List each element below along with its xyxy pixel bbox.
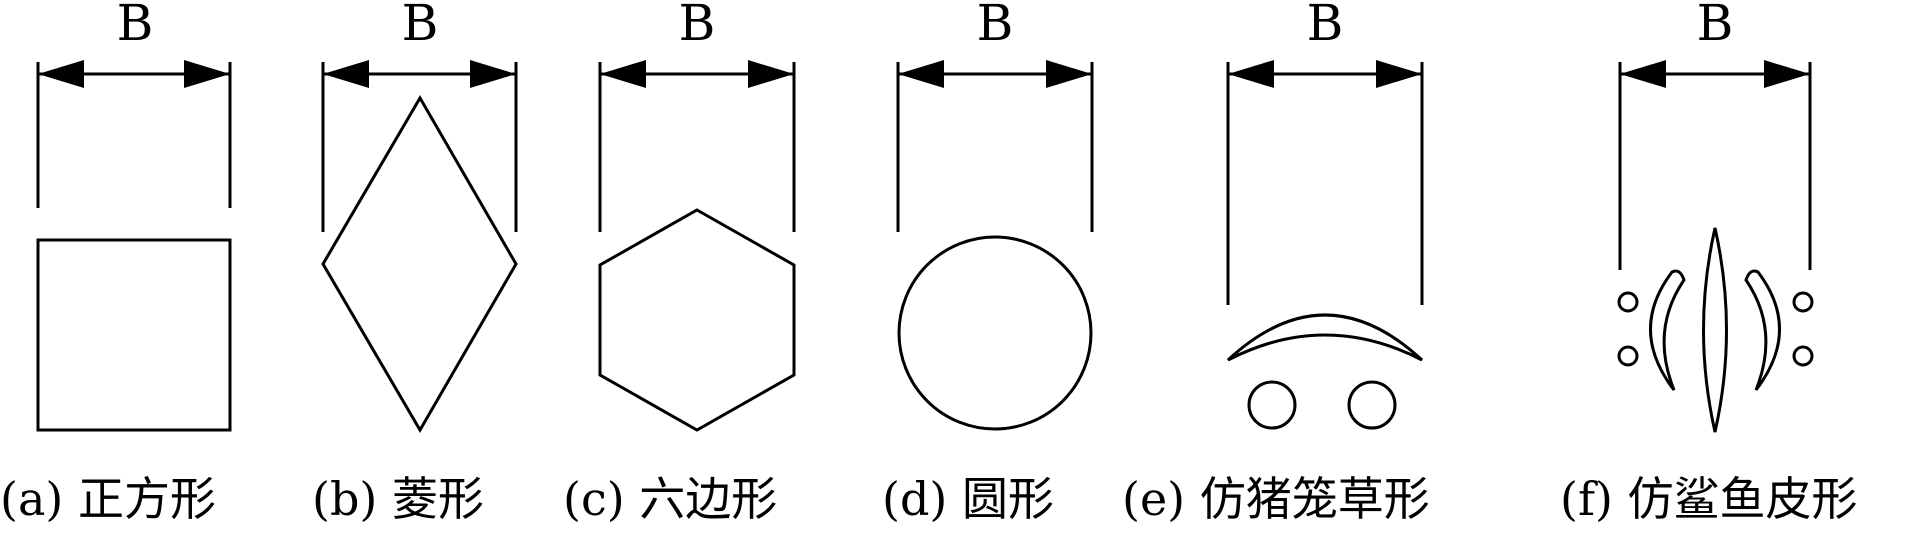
- panel-f: B (f) 仿鲨鱼皮形: [1560, 0, 1858, 526]
- dimension-label: B: [117, 0, 154, 52]
- arrowhead-right: [1046, 60, 1092, 88]
- dimension-b-f: B: [1618, 0, 1812, 270]
- central-lens-shape: [1702, 227, 1728, 433]
- dot-right-top: [1792, 291, 1814, 313]
- dot-left-top: [1617, 291, 1639, 313]
- arrowhead-left: [323, 60, 369, 88]
- crescent-shape: [1226, 313, 1424, 362]
- arrowhead-left: [600, 60, 646, 88]
- circle-shape: [897, 235, 1093, 431]
- caption-f: (f) 仿鲨鱼皮形: [1560, 472, 1858, 526]
- dimension-b-d: B: [896, 0, 1094, 232]
- arrowhead-right: [1376, 60, 1422, 88]
- panel-d: B (d) 圆形: [882, 0, 1094, 526]
- arrowhead-right: [184, 60, 230, 88]
- dimension-label: B: [679, 0, 716, 52]
- dimension-label: B: [402, 0, 439, 52]
- caption-d: (d) 圆形: [882, 472, 1054, 526]
- panel-c: B (c) 六边形: [563, 0, 796, 526]
- dimension-label: B: [977, 0, 1014, 52]
- left-dot: [1247, 380, 1297, 430]
- hexagon-shape: [598, 208, 796, 432]
- dimension-b-a: B: [36, 0, 232, 208]
- dimension-b-c: B: [598, 0, 796, 232]
- panel-a: B (a) 正方形: [0, 0, 232, 526]
- right-dot: [1347, 380, 1397, 430]
- right-crescent-shape: [1744, 269, 1781, 391]
- dimension-label: B: [1697, 0, 1734, 52]
- caption-e: (e) 仿猪笼草形: [1122, 472, 1430, 526]
- arrowhead-left: [898, 60, 944, 88]
- caption-b: (b) 菱形: [312, 472, 484, 526]
- rhombus-shape: [321, 95, 518, 433]
- arrowhead-left: [1228, 60, 1274, 88]
- panel-e: B (e) 仿猪笼草形: [1122, 0, 1430, 526]
- arrowhead-left: [38, 60, 84, 88]
- panel-b: B (b) 菱形: [312, 0, 518, 526]
- dot-right-bottom: [1792, 345, 1814, 367]
- dimension-b-e: B: [1226, 0, 1424, 305]
- arrowhead-left: [1620, 60, 1666, 88]
- arrowhead-right: [1764, 60, 1810, 88]
- dot-left-bottom: [1617, 345, 1639, 367]
- dimension-b-b: B: [321, 0, 518, 232]
- caption-a: (a) 正方形: [0, 472, 216, 526]
- left-crescent-shape: [1649, 269, 1686, 391]
- caption-c: (c) 六边形: [563, 472, 777, 526]
- square-shape: [36, 238, 232, 432]
- arrowhead-right: [470, 60, 516, 88]
- arrowhead-right: [748, 60, 794, 88]
- dimension-label: B: [1307, 0, 1344, 52]
